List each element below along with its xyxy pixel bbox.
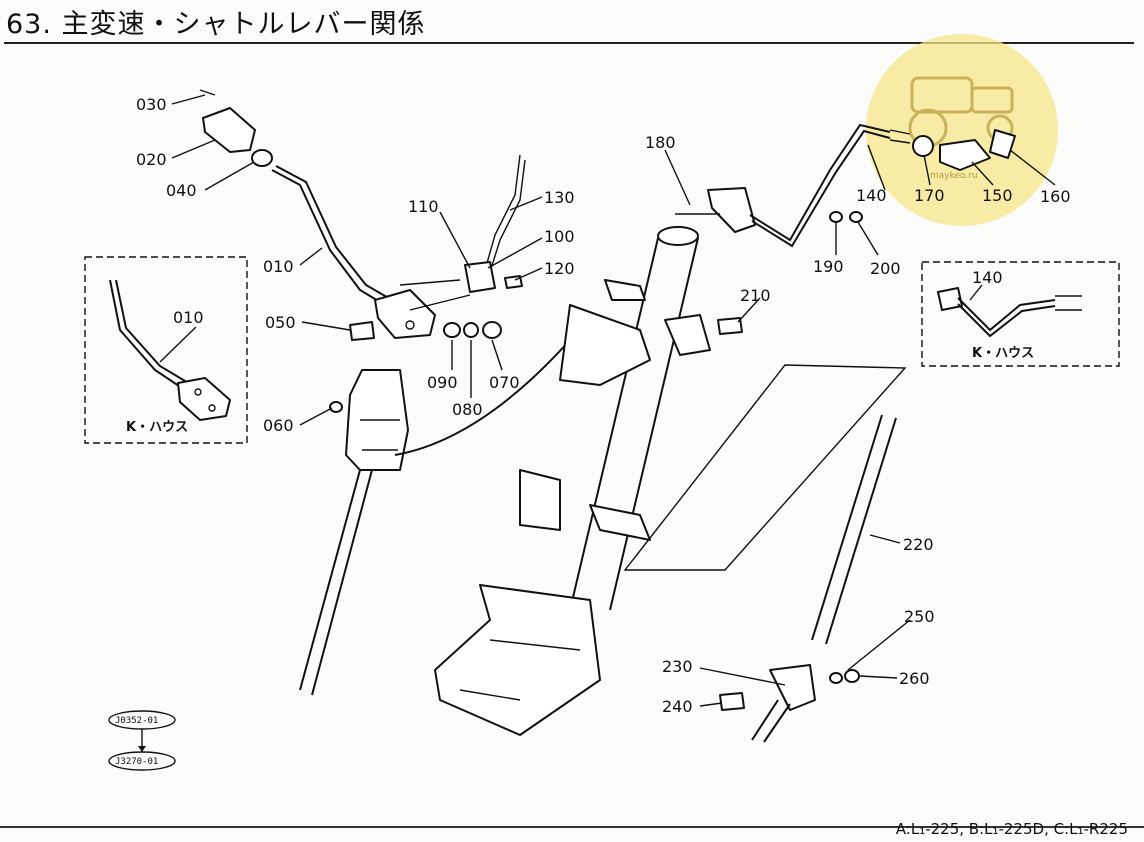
ref-code-1: J0352-01 xyxy=(115,716,158,726)
washer-group xyxy=(329,321,502,413)
lower-rod-assembly xyxy=(719,414,897,743)
title-rule xyxy=(4,42,1134,44)
ref-code-2: J3270-01 xyxy=(115,757,158,767)
footer-rule xyxy=(0,826,1144,828)
label-030: 030 xyxy=(136,95,167,114)
label-070: 070 xyxy=(489,373,520,392)
label-080: 080 xyxy=(452,400,483,419)
watermark: maykeo.ru xyxy=(866,34,1058,226)
label-230: 230 xyxy=(662,657,693,676)
label-120: 120 xyxy=(544,259,575,278)
steering-column xyxy=(434,226,907,736)
label-220: 220 xyxy=(903,535,934,554)
shift-lever-assembly xyxy=(199,89,436,341)
label-210: 210 xyxy=(740,286,771,305)
label-140: 140 xyxy=(856,186,887,205)
label-150: 150 xyxy=(982,186,1013,205)
label-010-inset: 010 xyxy=(173,308,204,327)
label-100: 100 xyxy=(544,227,575,246)
label-060: 060 xyxy=(263,416,294,435)
label-170: 170 xyxy=(914,186,945,205)
inset-left-label: K・ハウス xyxy=(126,420,188,435)
label-240: 240 xyxy=(662,697,693,716)
label-180: 180 xyxy=(645,133,676,152)
inset-right: 140 K・ハウス xyxy=(921,261,1120,367)
reference-codes: J0352-01 J3270-01 xyxy=(108,710,176,771)
label-250: 250 xyxy=(904,607,935,626)
watermark-circle xyxy=(866,34,1058,226)
label-130: 130 xyxy=(544,188,575,207)
label-140-inset: 140 xyxy=(972,268,1003,287)
label-050: 050 xyxy=(265,313,296,332)
model-list: A:L₁-225, B:L₁-225D, C:L₁-R225 xyxy=(895,820,1128,838)
inset-right-label: K・ハウス xyxy=(972,346,1034,361)
label-020: 020 xyxy=(136,150,167,169)
watermark-text: maykeo.ru xyxy=(930,171,978,181)
left-bracket-shaft xyxy=(299,339,571,696)
leader-lines xyxy=(171,94,1056,707)
shuttle-lever xyxy=(675,123,1016,335)
label-260: 260 xyxy=(899,669,930,688)
switch-assembly xyxy=(399,154,526,311)
label-190: 190 xyxy=(813,257,844,276)
inset-left: 010 K・ハウス xyxy=(84,256,248,444)
page-title: 63. 主変速・シャトルレバー関係 xyxy=(6,9,426,40)
label-090: 090 xyxy=(427,373,458,392)
part-labels: 030 020 040 010 050 060 090 080 070 110 … xyxy=(136,95,1071,716)
label-160: 160 xyxy=(1040,187,1071,206)
label-010: 010 xyxy=(263,257,294,276)
label-110: 110 xyxy=(408,197,439,216)
label-200: 200 xyxy=(870,259,901,278)
label-040: 040 xyxy=(166,181,197,200)
